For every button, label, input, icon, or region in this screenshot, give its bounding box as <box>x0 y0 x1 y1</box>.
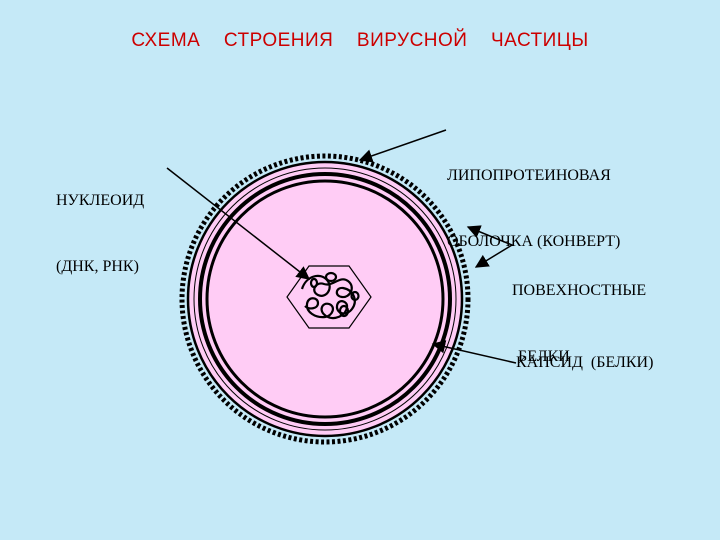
capsid-outer-ring <box>198 172 452 426</box>
surface-proteins-ring <box>179 153 471 445</box>
nucleic-acid-coil <box>300 271 360 320</box>
envelope-inner-edge <box>193 167 457 431</box>
diagram-title: СХЕМА СТРОЕНИЯ ВИРУСНОЙ ЧАСТИЦЫ <box>131 30 589 51</box>
surface-proteins-label-line2: БЕЛКИ <box>518 348 570 365</box>
nucleoid-label: НУКЛЕОИД (ДНК, РНК) <box>56 146 144 300</box>
capsid-label: КАПСИД (БЕЛКИ) <box>516 354 654 371</box>
capsid-pointer <box>431 340 517 364</box>
envelope-label: ЛИПОПРОТЕИНОВАЯ ОБОЛОЧКА (КОНВЕРТ) <box>447 121 620 275</box>
nucleoid-hexagon <box>286 265 372 329</box>
surface-proteins-label: ПОВЕХНОСТНЫЕ БЕЛКИ <box>512 236 646 390</box>
nucleoid-label-line1: НУКЛЕОИД <box>56 192 145 209</box>
capsid-inner-ring <box>205 179 445 419</box>
surface-proteins-label-line1: ПОВЕХНОСТНЫЕ <box>512 282 647 299</box>
surface-proteins-pointer <box>466 225 514 268</box>
nucleoid-pointer <box>166 167 311 280</box>
envelope-pointer <box>358 129 447 163</box>
lipoprotein-envelope <box>186 160 464 438</box>
envelope-label-line1: ЛИПОПРОТЕИНОВАЯ <box>447 167 611 184</box>
envelope-label-line2: ОБОЛОЧКА (КОНВЕРТ) <box>447 233 621 250</box>
nucleoid-label-line2: (ДНК, РНК) <box>56 258 139 275</box>
